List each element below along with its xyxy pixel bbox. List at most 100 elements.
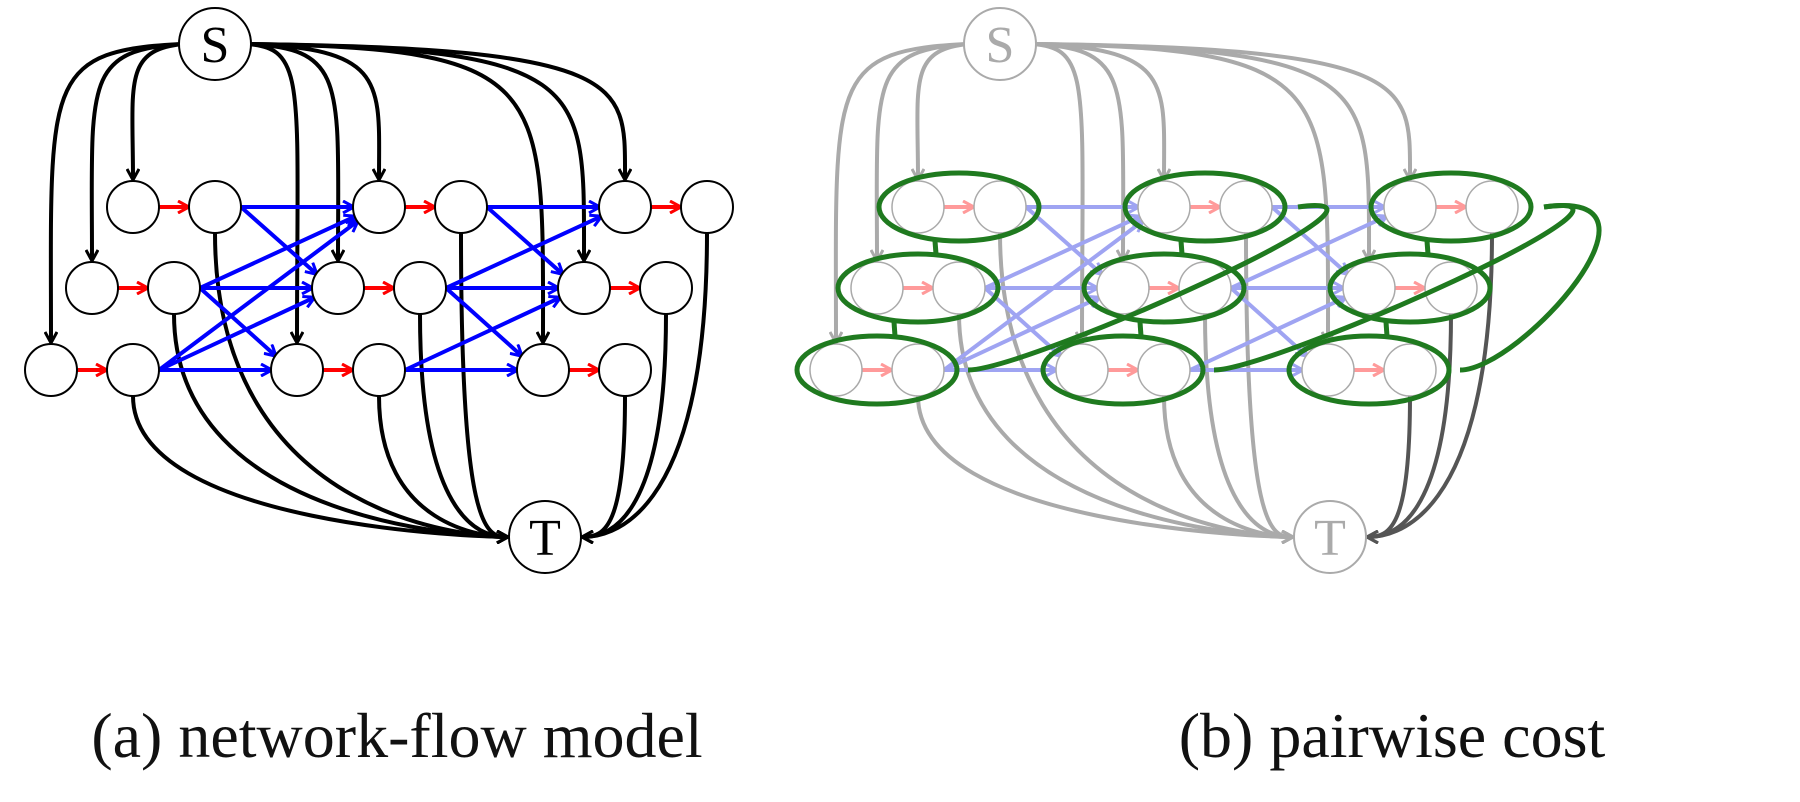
source-edge [246,42,298,342]
detection-node-out [393,261,447,315]
sink-label: T [1314,510,1346,567]
detection-node-in [1137,180,1191,234]
detection-node-out [352,343,406,397]
source-node [178,7,252,81]
source-edge [246,42,379,179]
detection-node-in [516,343,570,397]
transition-edge [943,298,1099,372]
source-edge [1031,42,1083,342]
detection-node-in [65,261,119,315]
detection-node-out [973,180,1027,234]
detection-node-in [809,343,863,397]
caption-b: (b) pairwise cost [1179,700,1606,771]
detection-node-out [1465,180,1519,234]
pairwise-link [932,240,939,255]
caption-a: (a) network-flow model [91,700,702,771]
pairwise-group [1368,170,1534,244]
detection-node-out [1424,261,1478,315]
detection-node-in [1342,261,1396,315]
detection-node-in [352,180,406,234]
detection-node-in [850,261,904,315]
transition-edge [199,217,355,290]
pairwise-group [1286,333,1452,407]
transition-edge [1189,298,1345,372]
transition-edge [942,221,1142,372]
pairwise-group [1040,333,1206,407]
sink-node [508,500,582,574]
sink-edge [916,395,1292,537]
sink-edge [377,395,507,537]
pairwise-link [891,321,898,337]
source-edge [917,42,969,179]
source-node [963,7,1037,81]
sink-edge [1162,395,1292,537]
detection-node-out [188,180,242,234]
transition-edge [984,217,1140,290]
pairwise-link [1383,321,1390,337]
source-label: S [201,17,230,74]
transition-edge [198,286,275,356]
source-edge [246,42,543,342]
detection-node-in [270,343,324,397]
detection-node-out [1137,343,1191,397]
pairwise-link [1424,240,1431,255]
transition-edge [444,286,521,356]
transition-edge [158,298,314,372]
pairwise-group [835,251,1001,325]
detection-node-out [680,180,734,234]
sink-node [1293,500,1367,574]
detection-node-in [557,261,611,315]
detection-node-out [598,343,652,397]
panel-b-pairwise-cost: ST [794,7,1602,574]
source-edge [836,42,969,342]
detection-node-in [1096,261,1150,315]
transition-edge [1229,286,1306,356]
detection-node-in [1055,343,1109,397]
transition-edge [485,205,562,274]
pairwise-group [794,333,960,407]
detection-node-out [1383,343,1437,397]
pairwise-link [1137,321,1144,337]
detection-node-in [891,180,945,234]
detection-node-in [1301,343,1355,397]
transition-edge [445,217,601,290]
detection-node-out [434,180,488,234]
source-edge [1031,42,1164,179]
detection-node-out [932,261,986,315]
pairwise-loop [1213,203,1576,373]
sink-edge [1368,395,1412,537]
pairwise-group [1122,170,1288,244]
detection-node-in [106,180,160,234]
detection-node-out [106,343,160,397]
sink-label: T [529,510,561,567]
pairwise-group [1081,251,1247,325]
detection-node-out [639,261,693,315]
source-edge [1031,42,1328,342]
pairwise-link [1178,240,1185,255]
source-edge [246,42,338,260]
pairwise-loop [967,203,1330,373]
source-label: S [986,17,1015,74]
detection-node-out [1219,180,1273,234]
transition-edge [404,298,560,372]
detection-node-in [24,343,78,397]
pairwise-group [1327,251,1493,325]
panel-a-network-flow: ST [24,7,734,574]
detection-node-in [598,180,652,234]
transition-edge [157,221,357,372]
source-edge [132,42,184,179]
sink-edge [131,395,507,537]
pairwise-loop [1459,202,1602,373]
source-edge [51,42,184,342]
transition-edge [1270,205,1347,274]
source-edge [1031,42,1123,260]
transition-edge [1230,217,1386,290]
detection-node-out [1178,261,1232,315]
sink-edge [583,395,627,537]
pairwise-group [876,170,1042,244]
detection-node-in [1383,180,1437,234]
detection-node-out [891,343,945,397]
detection-node-out [147,261,201,315]
detection-node-in [311,261,365,315]
